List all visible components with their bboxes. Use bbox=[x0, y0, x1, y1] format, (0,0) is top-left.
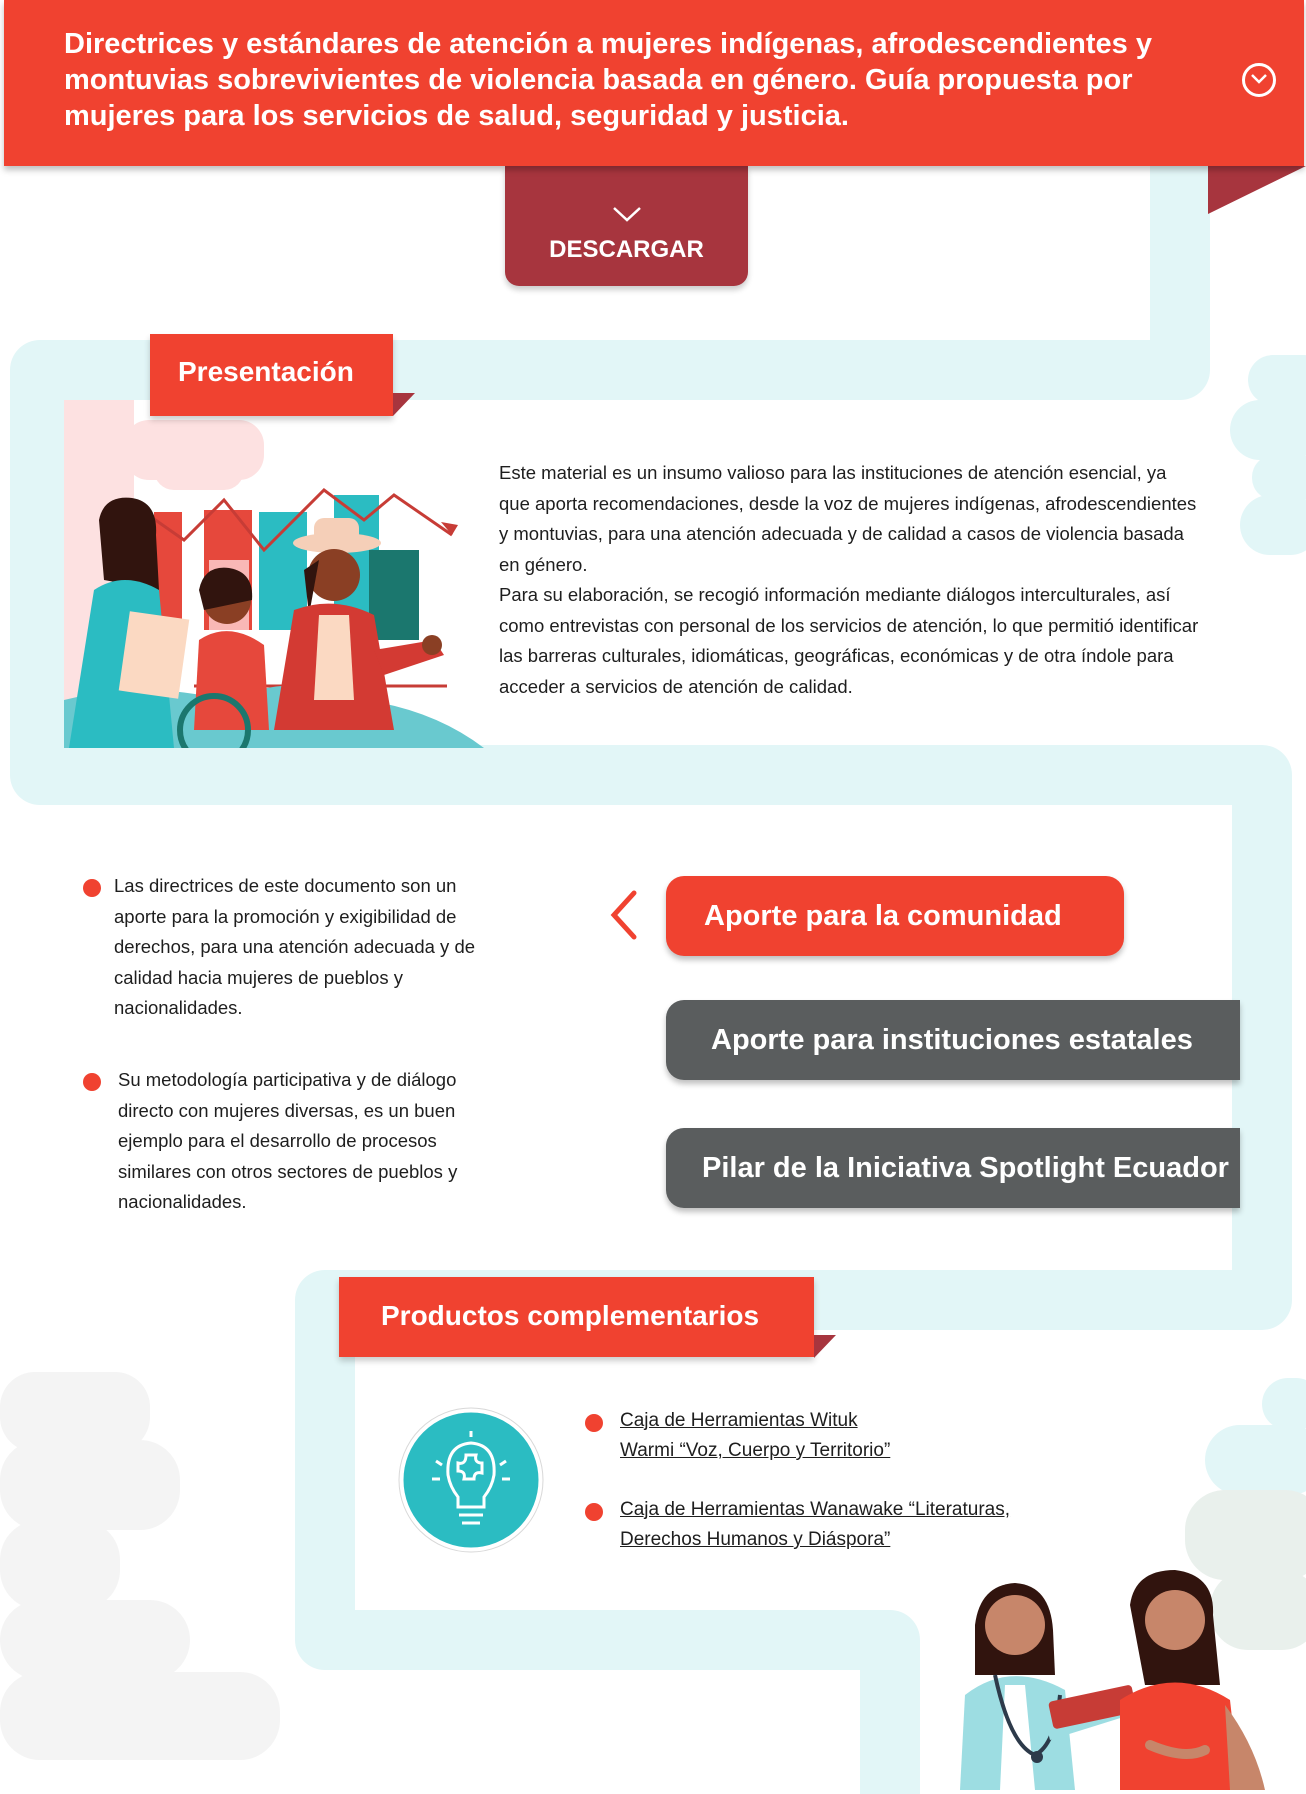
product-link-wanawake[interactable]: Caja de Herramientas Wanawake “Literatur… bbox=[620, 1495, 1100, 1555]
section-title: Productos complementarios bbox=[381, 1300, 760, 1331]
section-label-products: Productos complementarios bbox=[339, 1277, 814, 1357]
download-button[interactable] bbox=[505, 166, 748, 286]
download-label: DESCARGAR bbox=[549, 236, 704, 263]
product-link-wituk[interactable]: Caja de Herramientas Wituk Warmi “Voz, C… bbox=[620, 1406, 1100, 1466]
header-banner: Directrices y estándares de atención a m… bbox=[4, 0, 1304, 166]
tab-label: Aporte para instituciones estatales bbox=[711, 1024, 1193, 1056]
collapse-toggle-button[interactable] bbox=[1242, 63, 1276, 97]
tab-aporte-instituciones[interactable]: Aporte para instituciones estatales bbox=[666, 1000, 1240, 1080]
link-line-1[interactable]: Caja de Herramientas Wanawake “Literatur… bbox=[620, 1499, 1011, 1520]
chevron-left-icon[interactable] bbox=[606, 890, 642, 940]
link-line-2[interactable]: Derechos Humanos y Diáspora” bbox=[620, 1529, 891, 1550]
tab-label: Aporte para la comunidad bbox=[704, 900, 1062, 932]
women-chart-illustration bbox=[64, 400, 484, 748]
doctor-patient-illustration bbox=[960, 1570, 1265, 1790]
chevron-down-icon bbox=[1251, 74, 1267, 84]
label-fold bbox=[393, 393, 415, 416]
chevron-down-icon bbox=[613, 207, 641, 222]
presentation-text: Este material es un insumo valioso para … bbox=[499, 458, 1199, 702]
tab-pilar-spotlight[interactable]: Pilar de la Iniciativa Spotlight Ecuador bbox=[666, 1128, 1240, 1208]
bullet-dot bbox=[585, 1503, 603, 1521]
bullet-dot bbox=[83, 879, 101, 897]
tab-label: Pilar de la Iniciativa Spotlight Ecuador bbox=[702, 1152, 1229, 1184]
contribution-bullet-1: Las directrices de este documento son un… bbox=[114, 875, 476, 1018]
tab-aporte-comunidad[interactable]: Aporte para la comunidad bbox=[666, 876, 1124, 956]
link-line-1[interactable]: Caja de Herramientas Wituk bbox=[620, 1410, 858, 1431]
lightbulb-puzzle-icon bbox=[398, 1407, 544, 1553]
bullet-dot bbox=[83, 1073, 101, 1091]
presentation-paragraph-1: Este material es un insumo valioso para … bbox=[499, 462, 1197, 575]
bullet-dot bbox=[585, 1414, 603, 1432]
presentation-paragraph-2: Para su elaboración, se recogió informac… bbox=[499, 584, 1199, 697]
contribution-bullet-2: Su metodología participativa y de diálog… bbox=[118, 1069, 458, 1212]
page-title: Directrices y estándares de atención a m… bbox=[64, 28, 1152, 132]
section-title: Presentación bbox=[178, 356, 354, 387]
label-fold bbox=[814, 1335, 836, 1358]
section-label-presentation: Presentación bbox=[150, 334, 393, 416]
link-line-2[interactable]: Warmi “Voz, Cuerpo y Territorio” bbox=[620, 1440, 891, 1461]
